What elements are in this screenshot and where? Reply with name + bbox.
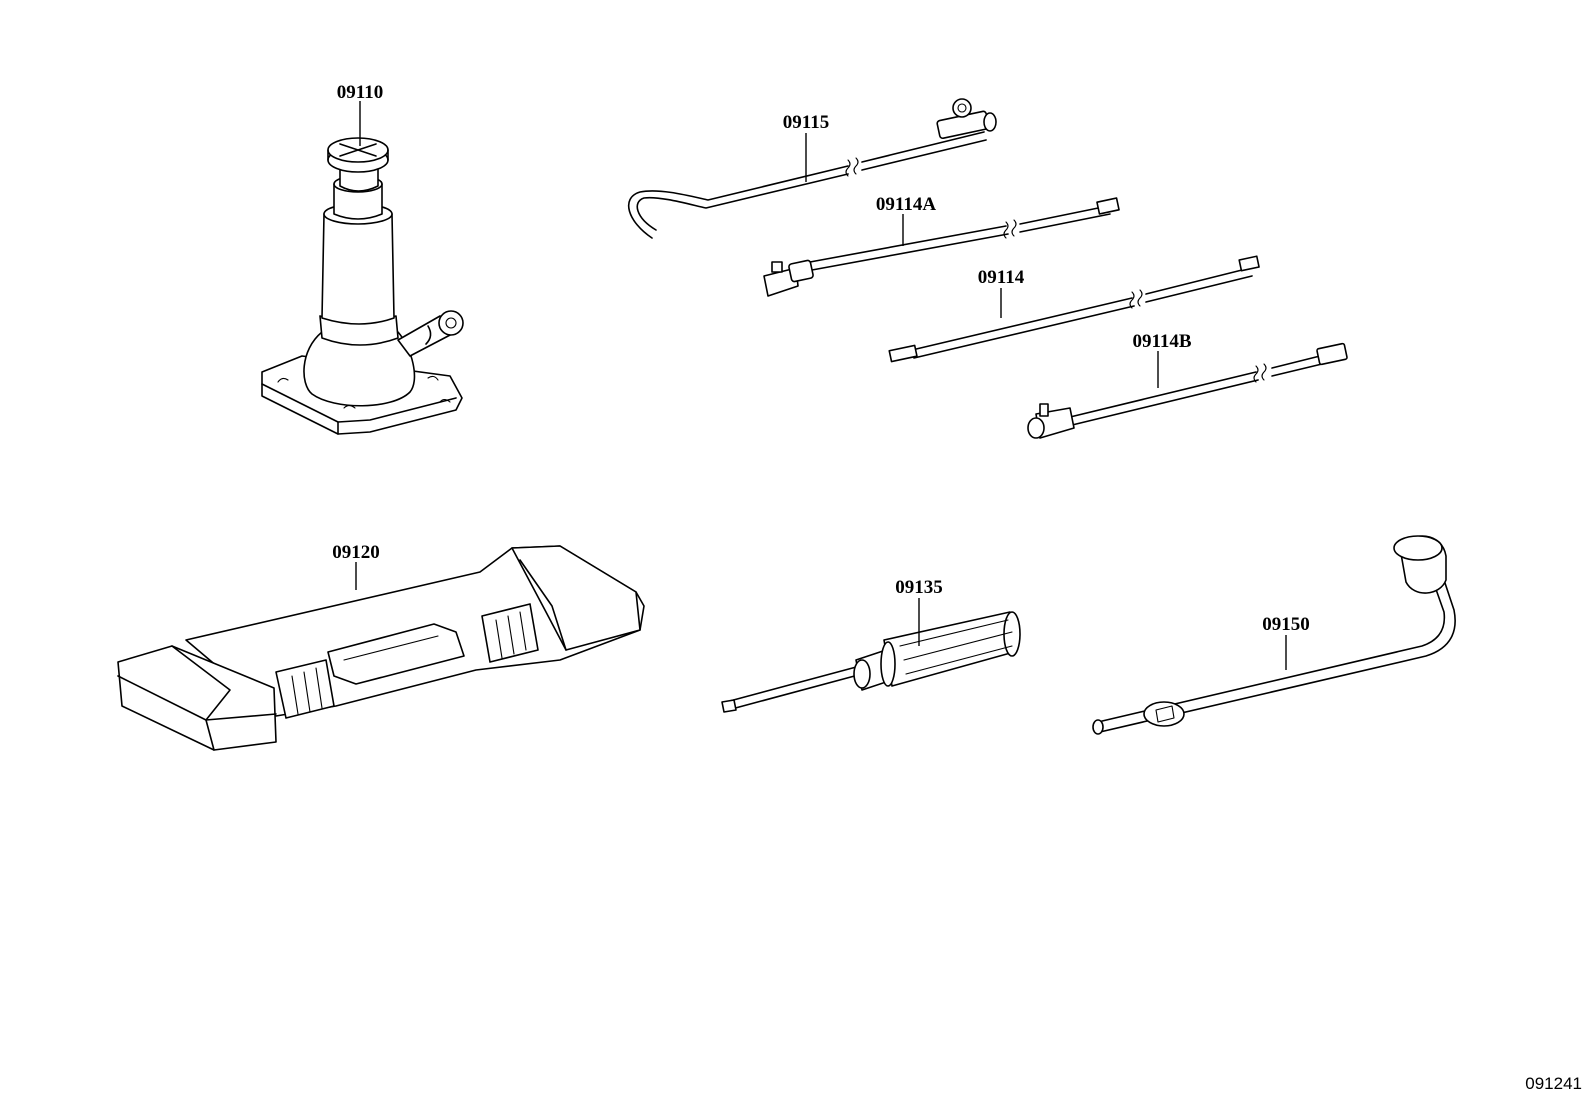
wheel-nut-wrench-illustration	[1092, 535, 1456, 735]
jack-handle-extension-b-illustration	[1027, 342, 1348, 439]
part-label-jack-handle-extension-a: 09114A	[876, 194, 936, 215]
jack-illustration	[261, 137, 464, 435]
part-label-jack-handle-hook: 09115	[783, 112, 829, 133]
part-label-jack-handle-extension: 09114	[978, 267, 1025, 288]
part-label-jack-handle-extension-b: 09114B	[1132, 331, 1191, 352]
jack-handle-extension-illustration	[888, 255, 1260, 363]
part-label-screwdriver: 09135	[895, 577, 943, 598]
diagram-code: 091241	[1525, 1074, 1582, 1093]
tool-bag-illustration	[117, 545, 645, 751]
screwdriver-illustration	[721, 611, 1021, 713]
part-label-jack: 09110	[337, 82, 383, 103]
part-label-tool-bag: 09120	[332, 542, 380, 563]
jack-handle-extension-a-illustration	[763, 197, 1120, 297]
part-label-wheel-nut-wrench: 09150	[1262, 614, 1310, 635]
jack-handle-hook-illustration	[628, 98, 997, 239]
